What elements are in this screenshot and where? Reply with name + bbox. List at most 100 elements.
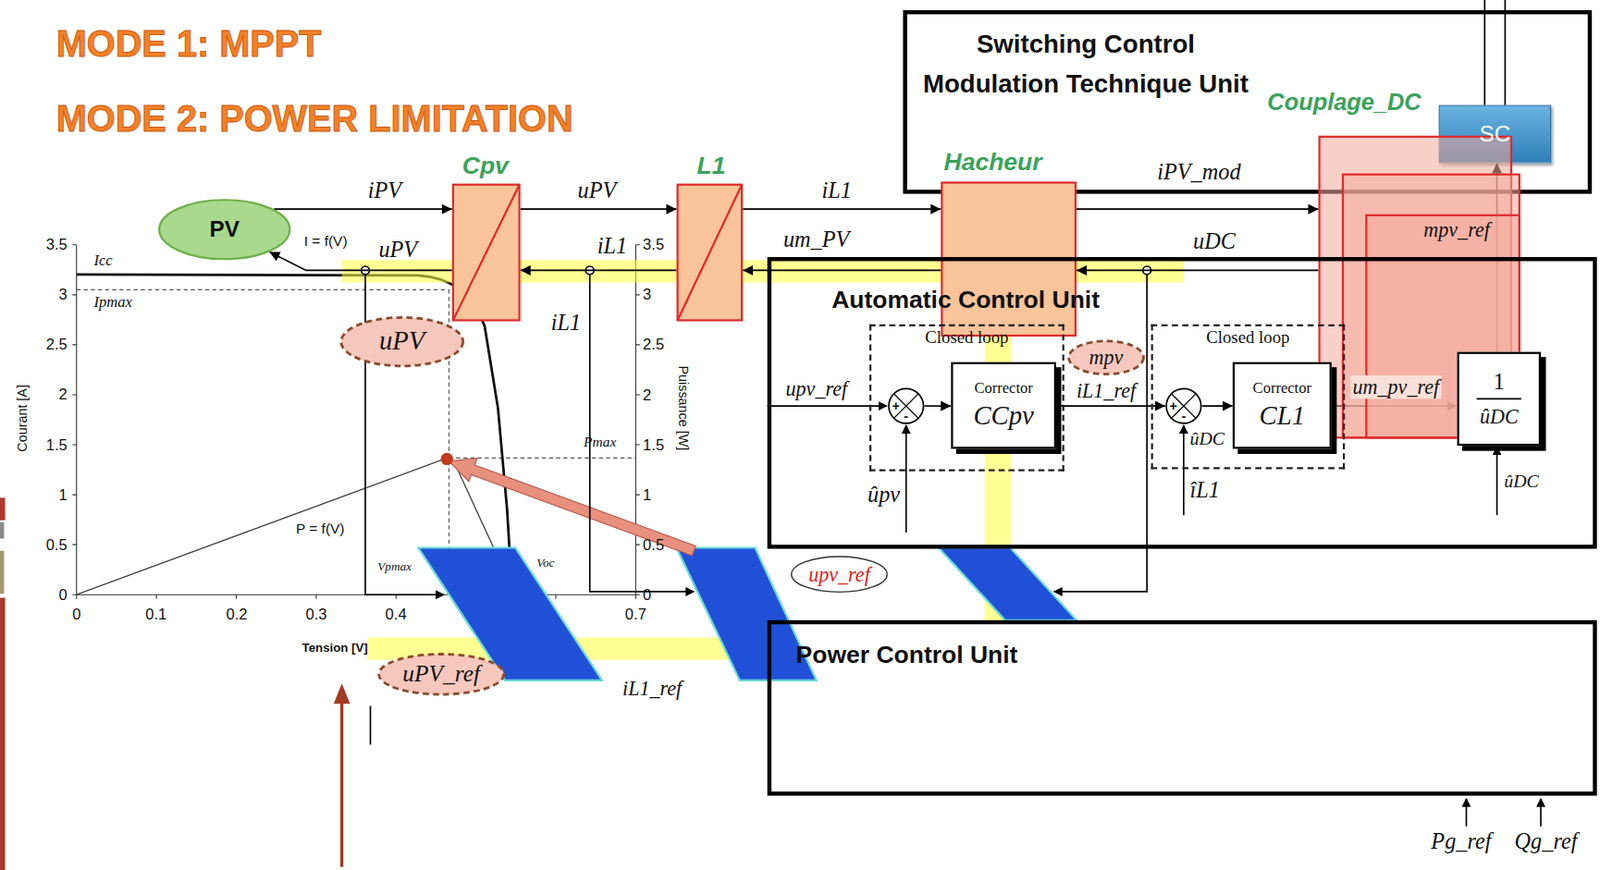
label-anchor: iL1_ref (622, 677, 682, 702)
node-text: + (1169, 400, 1178, 413)
label-anchor: Pg_ref (1461, 828, 1522, 856)
diagram-label: Qg_ref (1514, 828, 1578, 856)
diagram-label: 1 (59, 485, 68, 504)
pointer-arrow (340, 701, 344, 868)
diagram-label: ûpv (867, 481, 900, 509)
wire (1496, 446, 1499, 516)
fraction-bar (1476, 398, 1522, 401)
ellipse-outline (341, 317, 464, 366)
signal-label: iPV (368, 177, 402, 205)
node-text: Power Control Unit (796, 640, 1019, 670)
diagram-label: Tension [V] (302, 640, 369, 655)
label-anchor: uDC (1214, 228, 1257, 256)
label-anchor: Pmax (583, 434, 616, 452)
converter-block (677, 184, 743, 321)
diagram-label: MODE 2: POWER LIMITATION (56, 98, 574, 141)
label-anchor: MODE 2: POWER LIMITATION (56, 98, 574, 141)
diagram-label: 0.7 (625, 604, 647, 623)
label-anchor: uPV (596, 177, 636, 205)
label-anchor: 0.7 (635, 604, 657, 623)
node-text: Cpv (462, 150, 509, 180)
diagram-label: 3.5 (642, 235, 665, 254)
label-anchor: 0.4 (395, 604, 418, 623)
node-outline (452, 184, 521, 322)
label-anchor: Puissance [W] (683, 407, 769, 424)
ellipse-outline (1068, 341, 1144, 375)
diagram-label: ûDC (1503, 471, 1539, 493)
diagram-label: 2.5 (642, 335, 665, 354)
label-anchor: 1 (67, 485, 76, 504)
pv-source: PV (158, 198, 291, 260)
label-anchor: 3.5 (67, 235, 89, 254)
label-anchor: 0.5 (642, 535, 665, 554)
node-text: Closed loop (924, 327, 1009, 348)
diagram-label: Vpmax (377, 559, 412, 576)
node-text: - (903, 410, 909, 423)
signal-label: mpv_ref (1423, 218, 1490, 242)
side-bar (0, 598, 6, 870)
label-anchor: iL1 (836, 177, 867, 205)
summing-junction: +- (1165, 387, 1203, 425)
diagram-label: 1.5 (642, 435, 665, 454)
label-anchor: 0 (642, 585, 652, 604)
label-anchor: 2.5 (642, 335, 665, 354)
signal-label: uPV (378, 236, 418, 264)
label-anchor: iL1 (612, 233, 642, 260)
chart-axes (72, 245, 640, 600)
axis-frame (76, 245, 637, 595)
node-text: Couplage_DC (1267, 88, 1421, 117)
diagram-label: 0.5 (642, 535, 665, 554)
signal-label: iPV_mod (1156, 159, 1241, 186)
diagram-label: MODE 1: MPPT (56, 22, 322, 65)
node-outline (676, 184, 743, 322)
diagram-label: 0 (72, 604, 81, 623)
node-text: Closed loop (1206, 327, 1290, 348)
wire (1484, 0, 1505, 106)
diagram-label: 0 (642, 585, 652, 604)
diagram-label: 0 (59, 585, 68, 604)
summing-junction: +- (887, 387, 925, 425)
label-anchor: um_PV (816, 226, 883, 254)
diagram-label: Pmax (583, 434, 616, 452)
node-text: Automatic Control Unit (831, 285, 1100, 315)
label-anchor: Courant [A] (22, 418, 90, 434)
ellipse-outline (159, 199, 290, 259)
diagram-label: 3 (59, 285, 68, 304)
label-anchor: 0 (76, 604, 86, 623)
closed-loop-frame: Closed loop +- CorrectorCCpv (869, 324, 1065, 472)
mode-blocks (418, 547, 1077, 680)
label-anchor: Qg_ref (1546, 828, 1600, 856)
wire (905, 425, 908, 533)
node-text: 1 (1493, 369, 1505, 396)
capacitor-block: Cpv (452, 184, 521, 322)
label-anchor: uPV (397, 236, 437, 264)
diagram-label: 1 (642, 485, 652, 504)
connector (269, 252, 452, 271)
junction-circle (1166, 388, 1202, 424)
control-unit-box: Power Control Unit (767, 620, 1598, 797)
label-anchor: 1 (642, 485, 652, 504)
label-anchor: 1.5 (642, 435, 665, 454)
wire (590, 274, 695, 592)
diagram-label: 2.5 (46, 335, 68, 354)
diagram-label: Voc (536, 555, 554, 572)
diagram-label: P = f(V) (295, 520, 345, 538)
label-anchor: Ipmax (94, 294, 133, 312)
label-anchor: 2.5 (67, 335, 89, 354)
label-anchor: upv_ref (786, 377, 849, 401)
node-text: Corrector (1253, 379, 1312, 397)
diagram-label: iL1 (551, 309, 581, 337)
node-text: SC (1478, 121, 1511, 148)
node-text: CCpv (972, 401, 1034, 432)
closed-loop-frame: Closed loop+-CorrectorCL1 (1151, 324, 1346, 470)
corrector-box: CorrectorCCpv (950, 362, 1057, 450)
label-anchor: Icc (94, 252, 113, 271)
connector (1076, 270, 1318, 272)
label-anchor: 3 (642, 285, 652, 304)
iv-curve (76, 274, 513, 595)
side-bar (0, 497, 6, 520)
connector (1076, 208, 1318, 210)
diagram-label: 0.4 (385, 604, 407, 623)
